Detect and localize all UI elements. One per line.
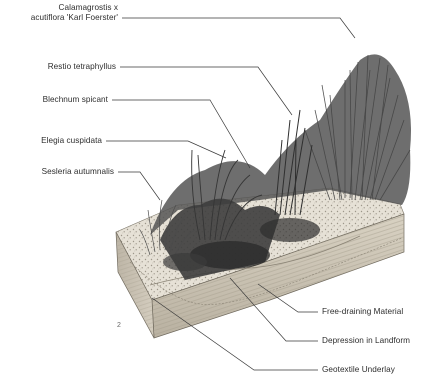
label-geotextile: Geotextile Underlay <box>322 365 395 375</box>
leader-calamagrostis <box>122 18 355 38</box>
label-sesleria: Sesleria autumnalis <box>42 167 114 177</box>
label-free-draining: Free-draining Material <box>322 307 403 317</box>
label-restio: Restio tetraphyllus <box>48 62 116 72</box>
leader-blechnum <box>112 100 250 168</box>
leader-elegia <box>106 141 226 158</box>
label-depression: Depression in Landform <box>322 336 410 346</box>
leader-restio <box>120 67 292 115</box>
label-calamagrostis-line1: Calamagrostis x <box>31 3 118 13</box>
label-calamagrostis: Calamagrostis x acutiflora 'Karl Foerste… <box>31 3 118 23</box>
leader-sesleria <box>118 172 160 200</box>
label-blechnum: Blechnum spicant <box>43 95 108 105</box>
figure-number: 2 <box>117 322 121 329</box>
label-calamagrostis-line2: acutiflora 'Karl Foerster' <box>31 13 118 23</box>
label-elegia: Elegia cuspidata <box>41 136 102 146</box>
